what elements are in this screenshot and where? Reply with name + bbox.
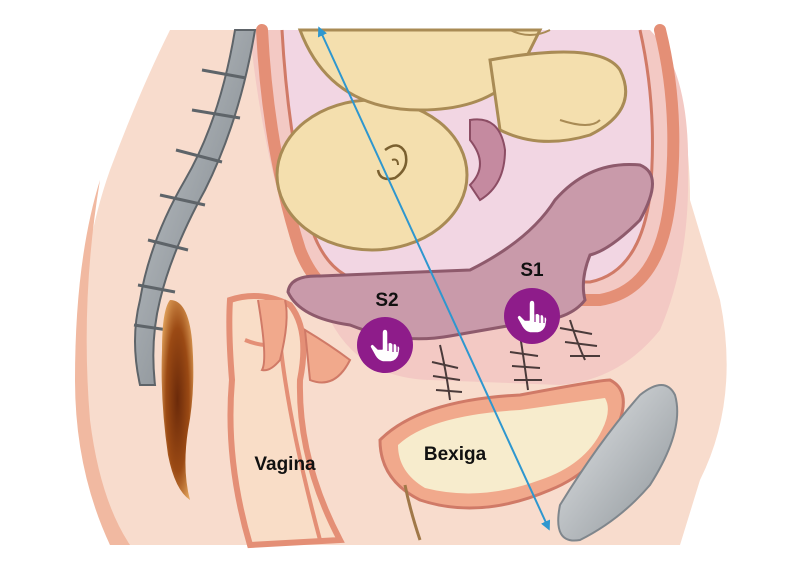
label-s1: S1 xyxy=(520,260,544,281)
spine xyxy=(133,29,257,386)
label-s2: S2 xyxy=(375,290,398,311)
label-vagina: Vagina xyxy=(254,454,316,475)
pubic-bone xyxy=(557,384,679,542)
label-bladder: Bexiga xyxy=(424,444,487,465)
tap-hand-icon xyxy=(516,299,548,334)
hotspot-s2[interactable] xyxy=(357,317,413,373)
rectum xyxy=(161,300,194,500)
hotspot-s1[interactable] xyxy=(504,288,560,344)
axis-arrow xyxy=(317,26,551,531)
posterior-skin xyxy=(75,180,130,545)
tap-hand-icon xyxy=(369,328,401,363)
